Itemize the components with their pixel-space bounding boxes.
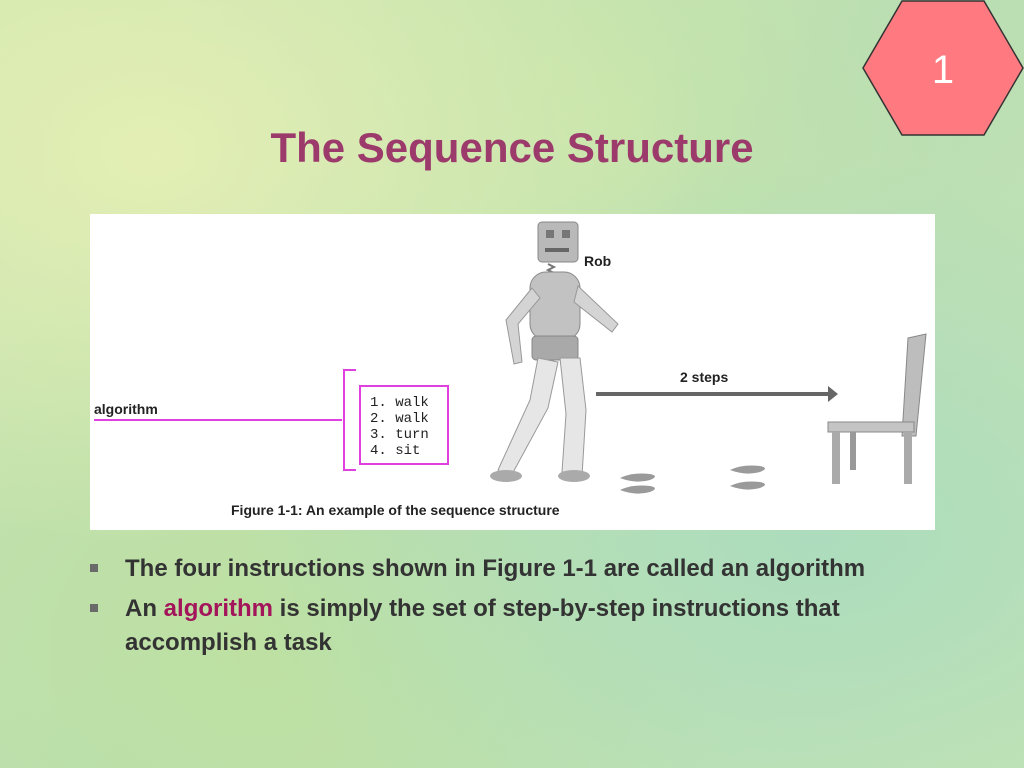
bullet-text: The four instructions shown in Figure 1-… (125, 555, 866, 582)
chair-illustration (827, 333, 927, 484)
algorithm-step-2: 2. walk (370, 411, 429, 427)
bullet-list: The four instructions shown in Figure 1-… (88, 552, 928, 666)
slide-number: 1 (931, 48, 955, 92)
distance-label: 2 steps (680, 369, 728, 385)
algorithm-label: algorithm (94, 401, 158, 417)
bullet-highlight-term: algorithm (163, 595, 274, 622)
bullet-marker (90, 604, 98, 612)
algorithm-step-3: 3. turn (370, 427, 429, 443)
robot-label: Rob (584, 253, 611, 269)
bullet-item: An algorithm is simply the set of step-b… (88, 592, 928, 660)
algorithm-step-1: 1. walk (370, 395, 429, 411)
bullet-item: The four instructions shown in Figure 1-… (88, 552, 928, 586)
figure-panel: algorithm 1. walk 2. walk 3. turn 4. sit… (90, 214, 935, 530)
bullet-marker (90, 564, 98, 572)
distance-arrow-head (828, 386, 838, 402)
algorithm-step-4: 4. sit (370, 443, 420, 459)
bullet-text-before: An (125, 595, 164, 622)
page-title: The Sequence Structure (270, 124, 754, 171)
bullet-text-after: is simply the set of step-by-step instru… (125, 595, 840, 656)
slide-number-badge: 1 (862, 0, 1024, 136)
algorithm-bracket (343, 369, 356, 471)
algorithm-steps-box (359, 385, 449, 465)
figure-caption: Figure 1-1: An example of the sequence s… (231, 502, 560, 518)
robot-illustration (490, 221, 619, 482)
footprints-illustration (620, 465, 765, 494)
